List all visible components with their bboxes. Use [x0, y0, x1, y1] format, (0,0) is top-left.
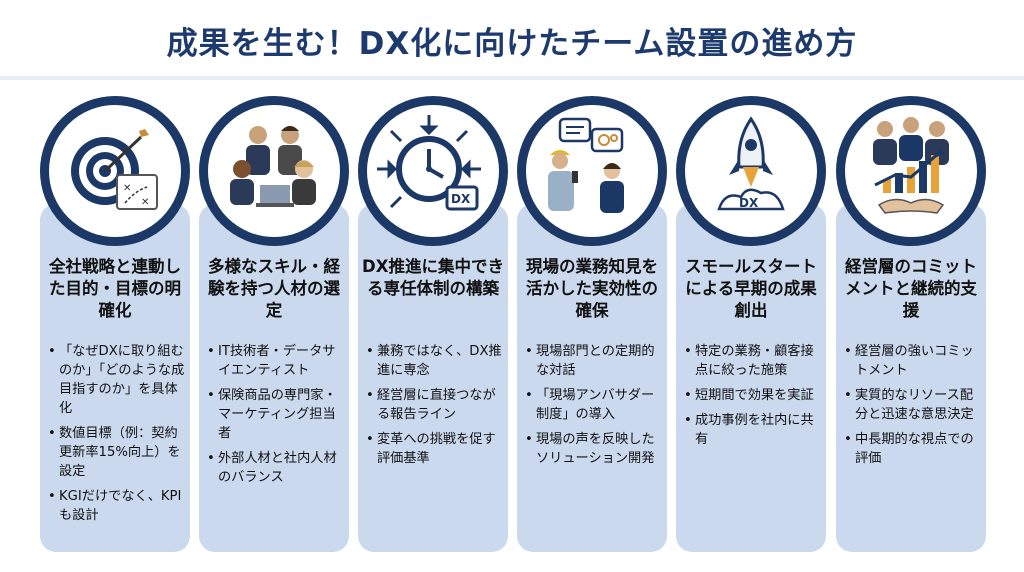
- list-item: 「現場アンバサダー制度」の導入: [525, 386, 665, 424]
- list-item: 成功事例を社内に共有: [684, 411, 824, 449]
- list-item: 特定の業務・顧客接点に絞った施策: [684, 342, 824, 380]
- target-strategy-icon: ✕ ✕: [71, 129, 158, 210]
- icon-circle: ✕ ✕: [40, 96, 190, 246]
- step-bullets: 兼務ではなく、DX推進に専念 経営層に直接つながる報告ライン 変革への挑戦を促す…: [366, 342, 506, 474]
- clock-dx-icon: DX: [377, 115, 481, 211]
- list-item: 経営層に直接つながる報告ライン: [366, 386, 506, 424]
- svg-text:✕: ✕: [141, 197, 149, 208]
- step-title: 現場の業務知見を活かした実効性の確保: [526, 257, 658, 320]
- steps-container: ✕ ✕ 全社戦略と連動した目的・目標の明確化 「なぜDXに取り組むのか」「どのよ…: [40, 96, 986, 556]
- step-card-3: DX DX推進に集中できる専任体制の構築 兼務ではなく、DX推進に専念 経営層に…: [358, 96, 508, 552]
- icon-circle: DX: [676, 96, 826, 246]
- step-bullets: 現場部門との定期的な対話 「現場アンバサダー制度」の導入 現場の声を反映したソリ…: [525, 342, 665, 474]
- step-bullets: IT技術者・データサイエンティスト 保険商品の専門家・マーケティング担当者 外部…: [207, 342, 347, 493]
- step-title: 多様なスキル・経験を持つ人材の選定: [208, 257, 340, 320]
- page-title: 成果を生む！DX化に向けたチーム設置の進め方: [166, 26, 858, 62]
- list-item: 外部人材と社内人材のバランス: [207, 449, 347, 487]
- list-item: 実質的なリソース配分と迅速な意思決定: [844, 386, 984, 424]
- step-bullets: 特定の業務・顧客接点に絞った施策 短期間で効果を実証 成功事例を社内に共有: [684, 342, 824, 455]
- list-item: 現場の声を反映したソリューション開発: [525, 430, 665, 468]
- step-card-2: 多様なスキル・経験を持つ人材の選定 IT技術者・データサイエンティスト 保険商品…: [199, 96, 349, 552]
- step-bullets: 経営層の強いコミットメント 実質的なリソース配分と迅速な意思決定 中長期的な視点…: [844, 342, 984, 474]
- list-item: 保険商品の専門家・マーケティング担当者: [207, 386, 347, 443]
- list-item: 兼務ではなく、DX推進に専念: [366, 342, 506, 380]
- step-title: 経営層のコミットメントと継続的支援: [845, 257, 977, 320]
- step-title: DX推進に集中できる専任体制の構築: [362, 257, 504, 298]
- rocket-dx-icon: DX: [717, 116, 785, 211]
- list-item: 「なぜDXに取り組むのか」「どのような成目指すのか」を具体化: [48, 342, 188, 418]
- list-item: 変革への挑戦を促す評価基準: [366, 430, 506, 468]
- step-card-4: 現場の業務知見を活かした実効性の確保 現場部門との定期的な対話 「現場アンバサダ…: [517, 96, 667, 552]
- team-people-icon: [230, 126, 316, 207]
- list-item: 数値目標（例：契約更新率15%向上）を設定: [48, 424, 188, 481]
- step-card-6: 経営層のコミットメントと継続的支援 経営層の強いコミットメント 実質的なリソース…: [836, 96, 986, 552]
- executives-growth-icon: [873, 117, 949, 214]
- step-card-5: DX スモールスタートによる早期の成果創出 特定の業務・顧客接点に絞った施策 短…: [676, 96, 826, 552]
- step-title: スモールスタートによる早期の成果創出: [685, 257, 817, 320]
- list-item: 中長期的な視点での評価: [844, 430, 984, 468]
- list-item: 経営層の強いコミットメント: [844, 342, 984, 380]
- list-item: 現場部門との定期的な対話: [525, 342, 665, 380]
- step-title: 全社戦略と連動した目的・目標の明確化: [49, 257, 181, 320]
- list-item: 短期間で効果を実証: [684, 386, 824, 405]
- field-workers-icon: [548, 117, 624, 213]
- icon-circle: [199, 96, 349, 246]
- svg-text:DX: DX: [451, 192, 471, 206]
- svg-text:✕: ✕: [123, 183, 131, 194]
- svg-text:DX: DX: [739, 196, 759, 210]
- icon-circle: DX: [358, 96, 508, 246]
- title-divider: [0, 76, 1024, 80]
- step-card-1: ✕ ✕ 全社戦略と連動した目的・目標の明確化 「なぜDXに取り組むのか」「どのよ…: [40, 96, 190, 552]
- icon-circle: [517, 96, 667, 246]
- step-bullets: 「なぜDXに取り組むのか」「どのような成目指すのか」を具体化 数値目標（例：契約…: [48, 342, 188, 531]
- icon-circle: [836, 96, 986, 246]
- list-item: KGIだけでなく、KPIも設計: [48, 487, 188, 525]
- list-item: IT技術者・データサイエンティスト: [207, 342, 347, 380]
